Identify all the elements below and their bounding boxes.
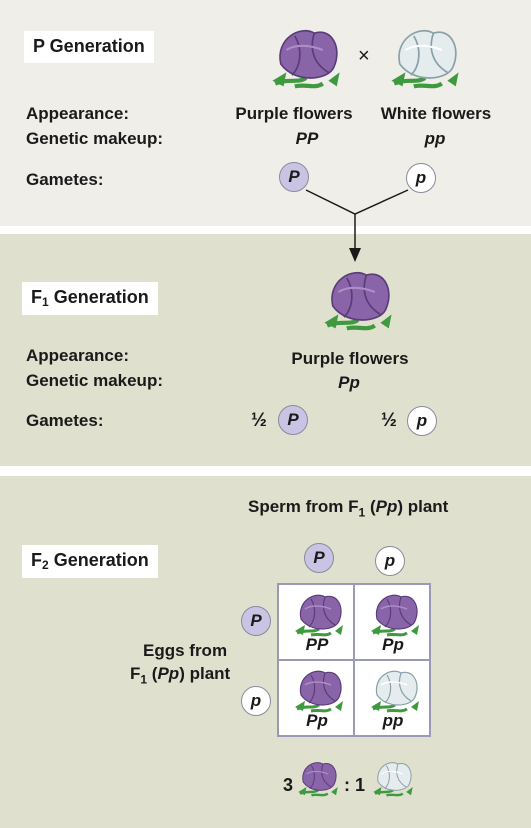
f1-appearance: Purple flowers (291, 349, 409, 368)
purple-flower-icon (293, 669, 345, 713)
egg-allele-dominant: P (241, 606, 271, 636)
punnett-cell-Pp: Pp (354, 584, 430, 660)
arrowhead-icon (349, 226, 361, 262)
divider (0, 466, 531, 476)
parent-purple-appearance: Purple flowers (235, 104, 353, 123)
white-flower-icon (369, 669, 421, 713)
f1-generation-title: F1 Generation (22, 282, 158, 315)
parent-purple-genotype: PP (295, 129, 319, 148)
p-generation-title: P Generation (24, 31, 154, 63)
parent-white-gamete: p (406, 163, 436, 193)
f2-generation-title: F2 Generation (22, 545, 158, 578)
punnett-genotype: Pp (306, 711, 328, 730)
parent-white-genotype: pp (424, 129, 446, 148)
punnett-cell-PP: PP (278, 584, 354, 660)
gametes-label: Gametes: (26, 170, 104, 189)
f1-purple-flower-icon (318, 264, 398, 334)
cross-symbol: × (358, 45, 370, 67)
ratio-purple-count: 3 (283, 775, 294, 795)
purple-flower-icon (293, 593, 345, 637)
egg-allele-recessive: p (241, 686, 271, 716)
punnett-genotype: PP (305, 635, 329, 654)
f1-gamete-dominant: P (278, 405, 308, 435)
sperm-allele-dominant: P (304, 543, 334, 573)
sperm-allele-recessive: p (375, 546, 405, 576)
divider (0, 226, 531, 234)
f1-gamete-recessive: p (407, 406, 437, 436)
ratio-separator: : 1 (344, 775, 366, 795)
f1-genetic-makeup-label: Genetic makeup: (26, 371, 163, 390)
f1-genotype: Pp (338, 373, 360, 392)
parent-purple-gamete: P (279, 162, 309, 192)
f1-generation-panel (0, 234, 531, 466)
eggs-label-line1: Eggs from (143, 641, 228, 660)
genetic-makeup-label: Genetic makeup: (26, 129, 163, 148)
f1-gamete-fraction-2: ½ (381, 410, 397, 431)
appearance-label: Appearance: (26, 104, 129, 123)
f1-gametes-label: Gametes: (26, 411, 104, 430)
punnett-square: PP Pp Pp pp (277, 583, 431, 737)
parent-white-appearance: White flowers (380, 104, 492, 123)
punnett-cell-Pp: Pp (278, 660, 354, 736)
f2-generation-panel (0, 476, 531, 828)
eggs-label-line2: F1 (Pp) plant (130, 664, 231, 687)
f1-appearance-label: Appearance: (26, 346, 129, 365)
purple-flower-icon (369, 593, 421, 637)
white-flower-icon (372, 761, 414, 797)
purple-flower-icon (297, 761, 339, 797)
sperm-label: Sperm from F1 (Pp) plant (248, 497, 449, 520)
punnett-genotype: Pp (382, 635, 404, 654)
f1-gamete-fraction-1: ½ (251, 410, 267, 431)
punnett-cell-pp: pp (354, 660, 430, 736)
punnett-genotype: pp (382, 711, 404, 730)
